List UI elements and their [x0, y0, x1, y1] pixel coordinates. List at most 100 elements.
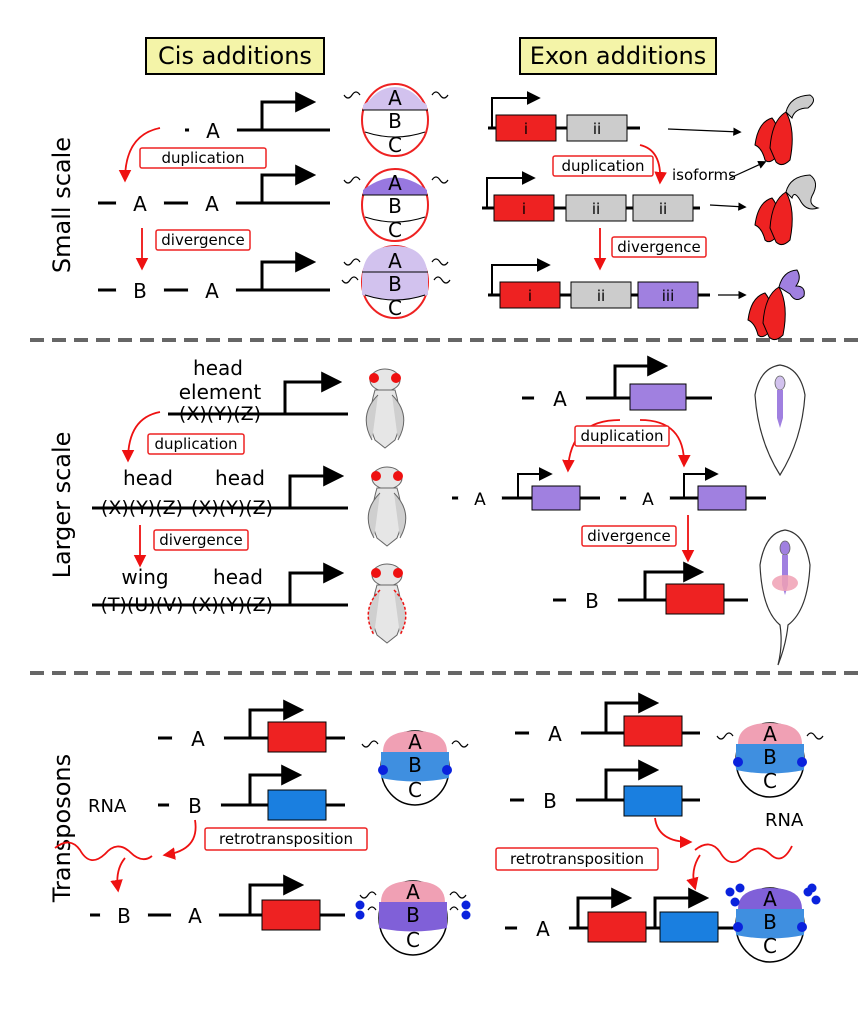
tp-right-gene-A: A [515, 703, 700, 747]
svg-text:divergence: divergence [617, 238, 700, 256]
svg-text:A: A [763, 722, 777, 746]
svg-text:divergence: divergence [587, 527, 670, 545]
row-label-small-scale: Small scale [48, 137, 76, 273]
svg-text:duplication: duplication [154, 435, 237, 453]
svg-text:Cis additions: Cis additions [158, 42, 312, 70]
svg-text:C: C [406, 928, 420, 952]
svg-text:A: A [205, 279, 219, 303]
svg-text:(X)(Y)(Z): (X)(Y)(Z) [101, 497, 183, 519]
svg-text:B: B [388, 109, 402, 133]
svg-text:(X)(Y)(Z): (X)(Y)(Z) [191, 594, 273, 616]
fly-3 [368, 564, 406, 643]
svg-text:A: A [388, 249, 402, 273]
exon-gene-3: i ii iii [488, 265, 710, 308]
embryo-tp-left-2: A B C [356, 880, 471, 955]
svg-text:A: A [191, 727, 205, 751]
svg-text:B: B [388, 272, 402, 296]
embryo-tp-right-2: A B C [726, 884, 821, 963]
label-element: element [179, 380, 262, 404]
svg-text:A: A [388, 171, 402, 195]
tp-left-gene-BA: B A [90, 885, 345, 930]
larger-exon-gene-A: A [522, 366, 712, 412]
larger-exon-gene-A-right: A [620, 474, 766, 510]
embryo-small-1: A B C [344, 84, 448, 157]
svg-text:B: B [585, 589, 599, 613]
cis-gene-A: A [185, 102, 330, 144]
svg-text:i: i [524, 120, 528, 138]
tp-left-gene-B: B [158, 775, 345, 820]
svg-text:iii: iii [662, 287, 675, 305]
svg-text:B: B [388, 194, 402, 218]
rna-squiggle-right [695, 844, 792, 862]
fly-2 [368, 467, 406, 546]
larva-1 [755, 365, 805, 475]
embryo-small-2: A B C [344, 169, 448, 242]
svg-text:i: i [528, 287, 532, 305]
svg-text:C: C [388, 133, 402, 157]
arrow-protein-1 [668, 129, 740, 132]
label-divergence-cis-large: divergence [154, 530, 248, 550]
row-label-transposons: Transposons [48, 754, 76, 903]
svg-text:i: i [522, 200, 526, 218]
label-rna-left: RNA [88, 796, 127, 817]
svg-text:(X)(Y)(Z): (X)(Y)(Z) [191, 497, 273, 519]
tp-right-gene-A-new: A [505, 898, 735, 942]
svg-text:B: B [543, 789, 557, 813]
svg-text:duplication: duplication [561, 157, 644, 175]
label-retrotransposition-right: retrotransposition [496, 848, 658, 870]
arrow-rna-right [655, 818, 690, 842]
svg-text:C: C [388, 296, 402, 320]
tp-left-gene-A: A [158, 710, 345, 752]
label-duplication-cis-small: duplication [140, 148, 266, 168]
label-duplication-exon-small: duplication [553, 156, 653, 176]
svg-text:A: A [536, 917, 550, 941]
embryo-small-3: A B C [342, 246, 450, 320]
svg-text:(X)(Y)(Z): (X)(Y)(Z) [179, 403, 261, 425]
svg-text:divergence: divergence [159, 531, 242, 549]
svg-text:B: B [406, 903, 420, 927]
svg-text:A: A [188, 904, 202, 928]
svg-text:A: A [548, 722, 562, 746]
label-head-1: head [193, 356, 243, 380]
embryo-tp-right-1: A B C [717, 722, 823, 797]
label-isoforms: isoforms [672, 166, 736, 184]
svg-text:C: C [763, 934, 777, 958]
protein-2 [755, 175, 818, 245]
label-divergence-cis-small: divergence [156, 230, 250, 250]
label-duplication-exon-large: duplication [575, 426, 669, 446]
svg-text:B: B [133, 279, 147, 303]
svg-text:ii: ii [593, 120, 601, 138]
exon-gene-2: i ii ii [482, 178, 700, 221]
svg-text:A: A [408, 730, 422, 754]
svg-text:divergence: divergence [161, 231, 244, 249]
larger-exon-gene-A-left: A [452, 474, 600, 510]
svg-text:A: A [763, 887, 777, 911]
label-rna-right: RNA [765, 810, 804, 831]
label-divergence-exon-small: divergence [612, 237, 706, 257]
svg-text:retrotransposition: retrotransposition [219, 830, 353, 848]
svg-text:retrotransposition: retrotransposition [510, 850, 644, 868]
arrow-insertion-left [117, 858, 125, 890]
svg-text:A: A [206, 119, 220, 143]
svg-text:A: A [642, 490, 654, 510]
exon-additions-header: Exon additions [520, 38, 716, 74]
arrow-protein-2 [710, 205, 745, 207]
arrow-insertion-right [693, 855, 700, 888]
svg-text:B: B [117, 904, 131, 928]
svg-text:A: A [406, 880, 420, 904]
svg-text:B: B [763, 745, 777, 769]
protein-3 [748, 270, 804, 340]
protein-1 [755, 95, 814, 165]
svg-text:C: C [408, 778, 422, 802]
label-head-2: head [123, 466, 173, 490]
svg-text:C: C [763, 769, 777, 793]
svg-text:A: A [388, 86, 402, 110]
embryo-tp-left-1: A B C [362, 730, 468, 805]
svg-text:B: B [408, 753, 422, 777]
svg-text:Exon additions: Exon additions [530, 42, 706, 70]
exon-gene-1: i ii [488, 98, 640, 141]
label-duplication-cis-large: duplication [148, 434, 244, 454]
arrow-rna-left [165, 820, 196, 855]
